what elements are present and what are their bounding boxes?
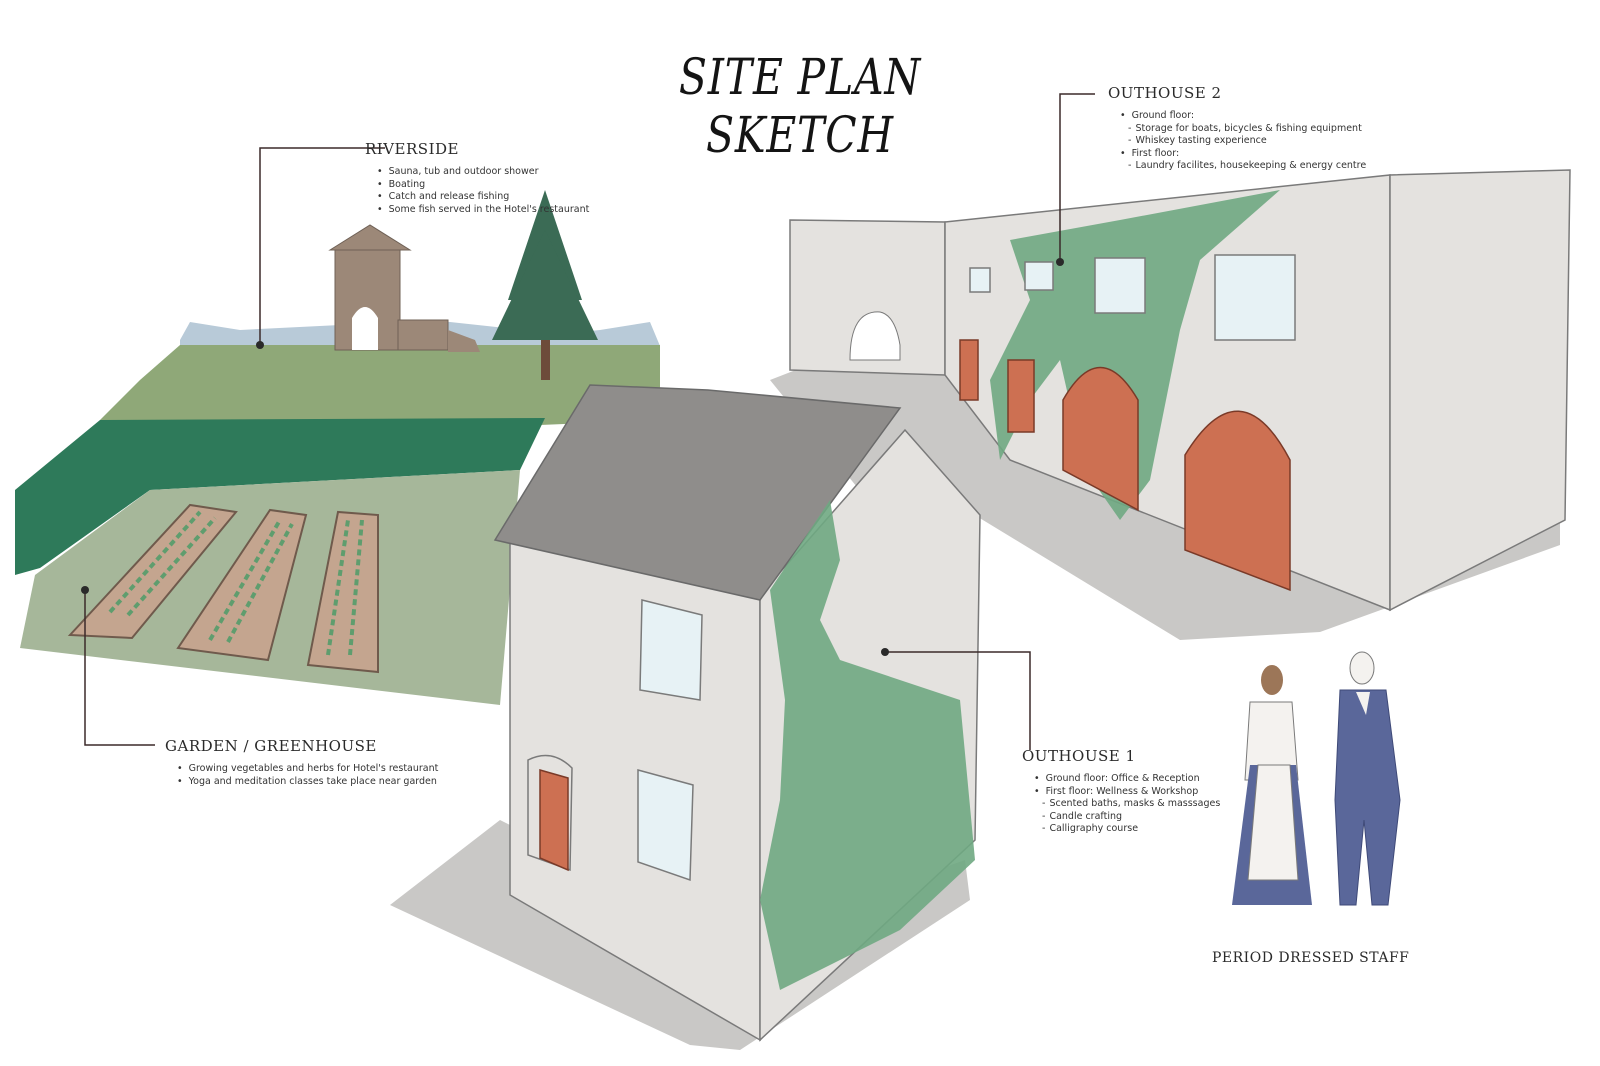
riverside-item: Some fish served in the Hotel's restaura…: [377, 204, 590, 217]
riverside-lawn: [100, 345, 660, 425]
outhouse2-list: Ground floor: Storage for boats, bicycle…: [1108, 110, 1367, 173]
outhouse2-callout: OUTHOUSE 2 Ground floor: Storage for boa…: [1108, 84, 1366, 173]
riverside-item: Boating: [377, 179, 589, 192]
riverside-list: Sauna, tub and outdoor shower Boating Ca…: [365, 166, 590, 217]
garden-item: Yoga and meditation classes take place n…: [177, 776, 438, 789]
riverside-callout: RIVERSIDE Sauna, tub and outdoor shower …: [365, 140, 589, 216]
leader-dots: [81, 258, 1064, 656]
outhouse1-heading: OUTHOUSE 1: [1022, 747, 1136, 765]
outhouse-1-ivy: [760, 500, 975, 990]
riverside-item: Catch and release fishing: [377, 191, 589, 204]
outhouse1-item: Ground floor: Office & Reception: [1034, 773, 1220, 786]
outhouse1-callout: OUTHOUSE 1 Ground floor: Office & Recept…: [1022, 747, 1220, 836]
outhouse-2-windows: [969, 254, 1296, 341]
garden-list: Growing vegetables and herbs for Hotel's…: [165, 763, 439, 789]
sauna-hut: [328, 224, 480, 352]
garden-callout: GARDEN / GREENHOUSE Growing vegetables a…: [165, 737, 438, 788]
outhouse1-item: First floor: Wellness & Workshop: [1034, 786, 1220, 799]
period-staff-label: PERIOD DRESSED STAFF: [1212, 950, 1410, 966]
outhouse1-item: Scented baths, masks & masssages: [1034, 798, 1220, 811]
vegetable-rows: [108, 510, 364, 656]
hedge: [15, 418, 545, 575]
outhouse-2-doors: [959, 339, 1291, 592]
pine-tree: [492, 190, 598, 380]
page-title: SITE PLAN SKETCH: [678, 48, 922, 164]
outhouse1-item: Candle crafting: [1034, 811, 1220, 824]
outhouse2-item: Laundry facilites, housekeeping & energy…: [1120, 160, 1366, 173]
outhouse1-item: Calligraphy course: [1034, 823, 1220, 836]
outhouse2-item: Storage for boats, bicycles & fishing eq…: [1120, 123, 1366, 136]
riverside-item: Sauna, tub and outdoor shower: [377, 166, 589, 179]
outhouse1-list: Ground floor: Office & Reception First f…: [1022, 773, 1221, 836]
garden-item: Growing vegetables and herbs for Hotel's…: [177, 763, 439, 776]
outhouse-2-building: [789, 169, 1571, 612]
outhouse-2-ivy: [990, 190, 1280, 520]
garden-heading: GARDEN / GREENHOUSE: [165, 737, 377, 755]
outhouse2-item: First floor:: [1120, 148, 1366, 161]
outhouse-1-door-frame: [527, 754, 573, 872]
period-staff-man: [1334, 651, 1401, 906]
outhouse-1-windows: [637, 599, 703, 882]
period-staff-woman: [1232, 665, 1312, 905]
outhouse-1-door: [539, 769, 569, 872]
outhouse2-item: Ground floor:: [1120, 110, 1366, 123]
outhouse2-heading: OUTHOUSE 2: [1108, 84, 1222, 102]
outhouse-1-building: [493, 384, 981, 1042]
riverside-heading: RIVERSIDE: [365, 140, 459, 158]
outhouse2-item: Whiskey tasting experience: [1120, 135, 1366, 148]
leader-lines: [84, 93, 1095, 750]
